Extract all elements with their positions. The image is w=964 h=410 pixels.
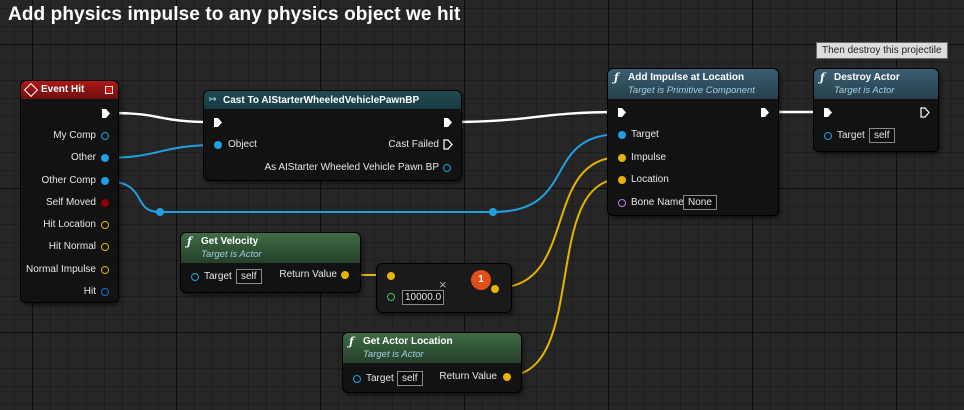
get-actor-location-return-label: Return Value [439,371,497,382]
pin-normal-impulse[interactable] [101,266,109,274]
graph-title: Add physics impulse to any physics objec… [8,4,461,25]
cast-as-output-label: As AIStarter Wheeled Vehicle Pawn BP [264,162,439,173]
event-hit-header[interactable]: Event Hit [21,81,118,99]
destroy-actor-target-label: Target [837,130,865,141]
get-actor-location-return-pin[interactable] [503,373,511,381]
pin-label-my-comp: My Comp [53,130,96,141]
error-indicator-icon [105,86,113,94]
add-impulse-impulse-label: Impulse [631,152,667,163]
destroy-actor-exec-in[interactable] [823,107,833,118]
add-impulse-target-label: Target [631,129,659,140]
function-icon: ƒ [614,71,619,84]
object-wire-other-cast [103,144,218,159]
get-actor-location-node[interactable]: ƒ Get Actor Location Target is Actor Tar… [343,333,521,392]
add-impulse-bone-name-pin[interactable] [618,199,626,207]
struct-wire-location-location [505,178,622,377]
pin-self-moved[interactable] [101,199,109,207]
cast-exec-in[interactable] [213,117,223,128]
destroy-actor-header[interactable]: ƒ Destroy Actor Target is Actor [814,69,938,99]
destroy-actor-title: Destroy Actor [834,72,900,83]
add-impulse-bone-name-field[interactable]: None [683,195,717,210]
get-actor-location-header[interactable]: ƒ Get Actor Location Target is Actor [343,333,521,363]
add-impulse-header[interactable]: ƒ Add Impulse at Location Target is Prim… [608,69,778,99]
destroy-actor-node[interactable]: ƒ Destroy Actor Target is Actor Target s… [814,69,938,151]
get-velocity-node[interactable]: ƒ Get Velocity Target is Actor Target se… [181,233,360,292]
cast-as-output-pin[interactable] [443,164,451,172]
pin-label-hit-normal: Hit Normal [48,241,96,252]
get-actor-location-title: Get Actor Location [363,336,453,347]
get-velocity-header[interactable]: ƒ Get Velocity Target is Actor [181,233,360,263]
pin-label-hit: Hit [83,286,96,297]
add-impulse-location-label: Location [631,174,669,185]
pin-my-comp[interactable] [101,132,109,140]
event-icon [23,82,39,98]
cast-exec-out[interactable] [443,117,453,128]
event-hit-title: Event Hit [41,84,85,95]
function-icon: ƒ [820,71,825,84]
pin-label-normal-impulse: Normal Impulse [25,264,96,275]
multiply-b-field[interactable]: 10000.0 [402,290,445,305]
get-actor-location-target-field[interactable]: self [397,371,423,386]
get-actor-location-target-pin[interactable] [353,375,361,383]
pin-label-self-moved: Self Moved [45,197,96,208]
cast-failed-label: Cast Failed [388,139,439,150]
destroy-actor-exec-out[interactable] [920,107,930,118]
add-impulse-exec-in[interactable] [617,107,627,118]
pin-hit-normal[interactable] [101,243,109,251]
cast-object-label: Object [228,139,257,150]
exec-wire-cast-impulse [452,110,621,124]
destroy-actor-target-pin[interactable] [824,132,832,140]
add-impulse-subtitle: Target is Primitive Component [628,85,755,96]
cast-header[interactable]: ↦ Cast To AIStarterWheeledVehiclePawnBP [204,91,461,109]
get-velocity-return-pin[interactable] [341,271,349,279]
object-wire-othercomp-target [103,133,622,213]
comment-bubble[interactable]: Then destroy this projectile [816,42,948,59]
get-velocity-target-field[interactable]: self [236,269,262,284]
multiply-b-pin[interactable] [387,293,395,301]
pin-label-hit-location: Hit Location [43,219,96,230]
pin-label-other-comp: Other Comp [41,175,96,186]
add-impulse-title: Add Impulse at Location [628,72,745,83]
get-velocity-return-label: Return Value [279,269,337,280]
get-velocity-title: Get Velocity [201,236,259,247]
get-velocity-target-pin[interactable] [191,273,199,281]
pin-hit[interactable] [101,288,109,296]
get-velocity-target-label: Target [204,271,232,282]
event-hit-node[interactable]: Event Hit My Comp Other Other Comp Self … [21,81,118,302]
cast-failed-exec-out[interactable] [443,139,453,150]
struct-wire-multiply-impulse [495,156,622,289]
multiply-icon: × [439,277,447,292]
event-hit-exec-out[interactable] [101,108,111,119]
destroy-actor-subtitle: Target is Actor [834,85,895,96]
add-impulse-bone-name-label: Bone Name [631,197,684,208]
pin-other-comp[interactable] [101,177,109,185]
reroute-knot [489,208,497,216]
add-impulse-exec-out[interactable] [760,107,770,118]
reroute-knot [156,208,164,216]
pin-other[interactable] [101,154,109,162]
cast-object-pin[interactable] [214,141,222,149]
add-impulse-node[interactable]: ƒ Add Impulse at Location Target is Prim… [608,69,778,215]
add-impulse-target-pin[interactable] [618,131,626,139]
multiply-out-pin[interactable] [491,285,499,293]
function-icon: ƒ [349,335,354,348]
pin-label-other: Other [70,152,96,163]
pin-hit-location[interactable] [101,221,109,229]
warning-badge[interactable]: 1 [471,270,491,290]
add-impulse-location-pin[interactable] [618,176,626,184]
cast-node[interactable]: ↦ Cast To AIStarterWheeledVehiclePawnBP … [204,91,461,180]
exec-wire-hit-cast [112,111,211,124]
multiply-a-pin[interactable] [387,272,395,280]
function-icon: ƒ [187,235,192,248]
get-velocity-subtitle: Target is Actor [201,249,262,260]
multiply-node[interactable]: × 10000.0 1 [377,264,511,312]
cast-icon: ↦ [209,94,217,104]
cast-title: Cast To AIStarterWheeledVehiclePawnBP [223,95,420,106]
add-impulse-impulse-pin[interactable] [618,154,626,162]
destroy-actor-target-field[interactable]: self [869,128,895,143]
get-actor-location-subtitle: Target is Actor [363,349,424,360]
get-actor-location-target-label: Target [366,373,394,384]
